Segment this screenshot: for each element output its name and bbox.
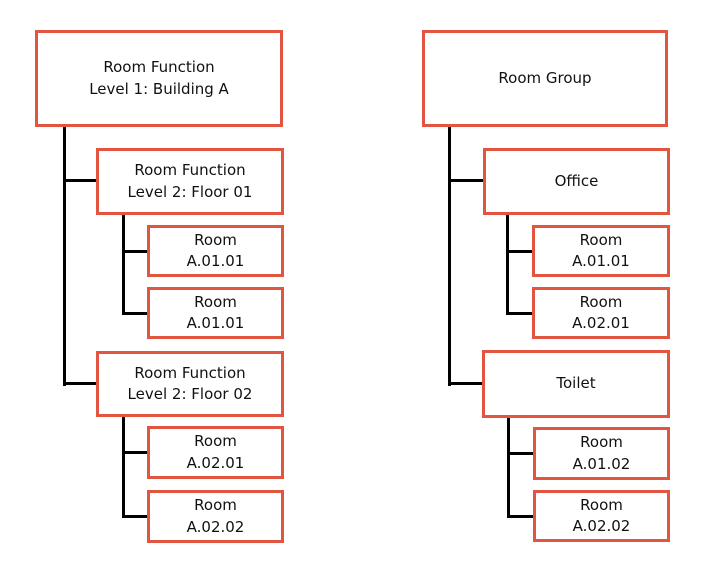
- node-room-function-level2-floor-02: Room Function Level 2: Floor 02: [96, 351, 284, 417]
- connector-vertical: [122, 417, 125, 518]
- connector-horizontal: [448, 382, 482, 385]
- connector-vertical: [122, 215, 125, 315]
- connector-horizontal: [506, 250, 532, 253]
- connector-vertical: [507, 418, 510, 518]
- connector-horizontal: [507, 515, 533, 518]
- connector-horizontal: [122, 515, 147, 518]
- connector-horizontal: [122, 451, 147, 454]
- connector-vertical: [63, 127, 66, 386]
- node-room-a0101-first: Room A.01.01: [147, 225, 284, 277]
- node-office-room-a0101: Room A.01.01: [532, 225, 670, 277]
- node-room-a0201: Room A.02.01: [147, 426, 284, 479]
- node-office-room-a0201: Room A.02.01: [532, 287, 670, 339]
- connector-horizontal: [122, 250, 147, 253]
- connector-horizontal: [506, 312, 532, 315]
- connector-horizontal: [448, 179, 483, 182]
- connector-vertical: [506, 215, 509, 315]
- node-room-group: Room Group: [422, 30, 668, 127]
- connector-horizontal: [63, 179, 96, 182]
- connector-vertical: [448, 127, 451, 386]
- connector-horizontal: [63, 382, 96, 385]
- node-room-a0101-second: Room A.01.01: [147, 287, 284, 339]
- node-room-function-level1-building-a: Room Function Level 1: Building A: [35, 30, 283, 127]
- connector-horizontal: [122, 312, 147, 315]
- connector-horizontal: [507, 452, 533, 455]
- node-room-function-level2-floor-01: Room Function Level 2: Floor 01: [96, 148, 284, 215]
- node-toilet-room-a0202: Room A.02.02: [533, 490, 670, 542]
- node-toilet: Toilet: [482, 350, 670, 418]
- node-office: Office: [483, 148, 670, 215]
- node-toilet-room-a0102: Room A.01.02: [533, 427, 670, 480]
- node-room-a0202: Room A.02.02: [147, 490, 284, 543]
